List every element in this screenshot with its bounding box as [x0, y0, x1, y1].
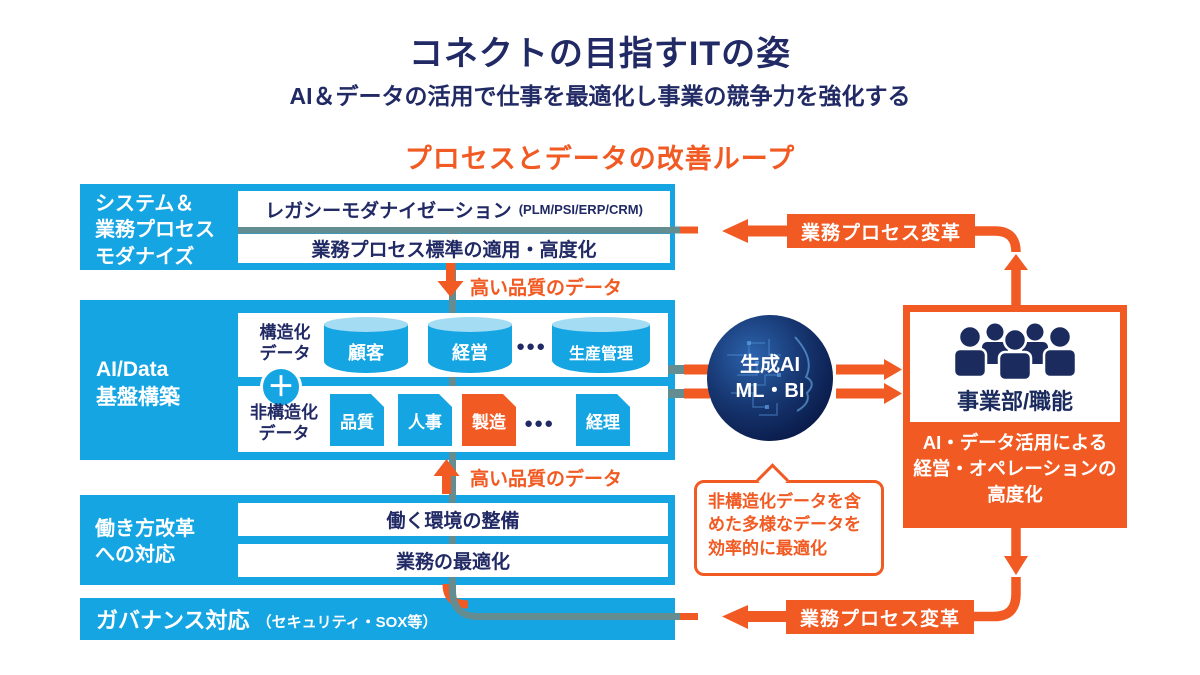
- work-optimization-box: 業務の最適化: [238, 544, 668, 577]
- governance-sub-label: （セキュリティ・SOX等）: [256, 613, 438, 631]
- governance-main-label: ガバナンス対応: [96, 608, 250, 633]
- circuit-face-decoration: [727, 336, 813, 416]
- ai-to-business-head2: [884, 383, 902, 404]
- structured-data-label: 構造化 データ: [246, 322, 324, 365]
- quality-data-label-bottom: 高い品質のデータ: [470, 469, 623, 490]
- row-modernize-label-line3: モダナイズ: [95, 245, 195, 268]
- callout-line2: めた多様なデータを: [708, 515, 861, 535]
- row-workstyle-label: 働き方改革 への対応: [95, 516, 195, 569]
- face-profile-line: [794, 336, 813, 412]
- unstructured-label-line2: データ: [258, 424, 310, 444]
- doc-hr-label: 人事: [408, 412, 442, 432]
- row-governance-label: ガバナンス対応 （セキュリティ・SOX等）: [96, 598, 656, 640]
- quality-data-label-top: 高い品質のデータ: [470, 278, 623, 299]
- top-right-corner: [974, 226, 1021, 253]
- top-up-arrow-head: [1004, 254, 1028, 270]
- structured-label-line1: 構造化: [259, 323, 311, 342]
- cylinder-customer-label: 顧客: [348, 342, 384, 363]
- process-standard-box: 業務プロセス標準の適用・高度化: [238, 234, 670, 263]
- document-icon: 経理: [576, 394, 630, 446]
- work-environment-label: 働く環境の整備: [386, 511, 520, 532]
- doc-quality-label: 品質: [340, 412, 374, 432]
- business-unit-title: 事業部/職能: [956, 389, 1074, 414]
- ai-sphere-text: 生成AI ML・BI: [707, 352, 833, 404]
- ai-sphere-line1: 生成AI: [740, 354, 800, 376]
- page-subtitle: AI＆データの活用で仕事を最適化し事業の競争力を強化する: [289, 83, 911, 109]
- ellipsis-dots: ●●●: [516, 338, 547, 355]
- people-icon: [952, 323, 1078, 382]
- ai-to-business-head1: [884, 359, 902, 380]
- row-ai-data-label-line2: 基盤構築: [96, 385, 180, 409]
- business-body-line1: AI・データ活用による: [922, 432, 1108, 453]
- up-arrow-head: [433, 459, 460, 476]
- callout-box: 非構造化データを含 めた多様なデータを 効率的に最適化: [694, 480, 884, 576]
- row-ai-data-label: AI/Data 基盤構築: [96, 356, 180, 411]
- structured-label-line2: データ: [259, 344, 311, 364]
- legacy-modernization-label: レガシーモダナイゼーション: [265, 200, 512, 222]
- row-modernize-label-line2: 業務プロセス: [95, 219, 215, 242]
- ai-sphere-line2: ML・BI: [735, 380, 805, 402]
- loop-heading: プロセスとデータの改善ループ: [404, 144, 796, 174]
- unstructured-data-label: 非構造化 データ: [238, 402, 330, 445]
- legacy-modernization-box: レガシーモダナイゼーション (PLM/PSI/ERP/CRM): [238, 191, 670, 227]
- callout-line1: 非構造化データを含: [708, 492, 861, 511]
- down-arrow-head: [437, 281, 464, 297]
- data-to-ai-bars: [684, 364, 710, 399]
- database-cylinder-icon: 生産管理: [552, 317, 650, 373]
- doc-manufacturing-label: 製造: [472, 412, 506, 432]
- document-icon: 人事: [398, 394, 452, 446]
- doc-accounting-label: 経理: [586, 412, 620, 432]
- plus-icon: ＋: [260, 366, 302, 408]
- process-change-label-top: 業務プロセス変革: [787, 214, 975, 248]
- row-workstyle-label-line2: への対応: [95, 544, 175, 567]
- callout-line3: 効率的に最適化: [708, 538, 827, 558]
- top-left-arrow-head: [722, 219, 748, 243]
- bottom-left-arrow-head: [722, 605, 748, 629]
- row-modernize-label: システム＆ 業務プロセス モダナイズ: [95, 191, 215, 270]
- business-body-line3: 高度化: [987, 483, 1043, 505]
- teal-loop-line: [449, 233, 690, 620]
- page-title: コネクトの目指すITの姿: [408, 35, 792, 73]
- unstructured-label-line1: 非構造化: [250, 403, 318, 422]
- business-body-line2: 経営・オペレーションの: [913, 457, 1117, 479]
- callout-text: 非構造化データを含 めた多様なデータを 効率的に最適化: [708, 490, 861, 560]
- business-unit-body: AI・データ活用による 経営・オペレーションの 高度化: [910, 430, 1120, 508]
- work-environment-box: 働く環境の整備: [238, 503, 668, 536]
- cylinder-management-label: 経営: [452, 342, 488, 363]
- row-modernize-label-line1: システム＆: [95, 193, 195, 215]
- row-ai-data-label-line1: AI/Data: [96, 358, 169, 381]
- bottom-down-arrow-head: [1004, 556, 1028, 575]
- process-standard-label: 業務プロセス標準の適用・高度化: [311, 240, 597, 261]
- legacy-modernization-systems: (PLM/PSI/ERP/CRM): [518, 201, 643, 217]
- row-workstyle-label-line1: 働き方改革: [95, 518, 195, 540]
- document-icon: 品質: [330, 394, 384, 446]
- work-optimization-label: 業務の最適化: [395, 552, 510, 573]
- ai-to-business-shafts: [836, 364, 884, 399]
- document-icon: 製造: [462, 394, 516, 446]
- bottom-right-corner: [974, 577, 1021, 622]
- database-cylinder-icon: 経営: [428, 317, 512, 373]
- ellipsis-dots: ●●●: [524, 415, 555, 432]
- ai-sphere: 生成AI ML・BI: [707, 315, 833, 441]
- process-change-label-bottom: 業務プロセス変革: [786, 600, 974, 634]
- database-cylinder-icon: 顧客: [324, 317, 408, 373]
- cylinder-production-label: 生産管理: [568, 345, 633, 363]
